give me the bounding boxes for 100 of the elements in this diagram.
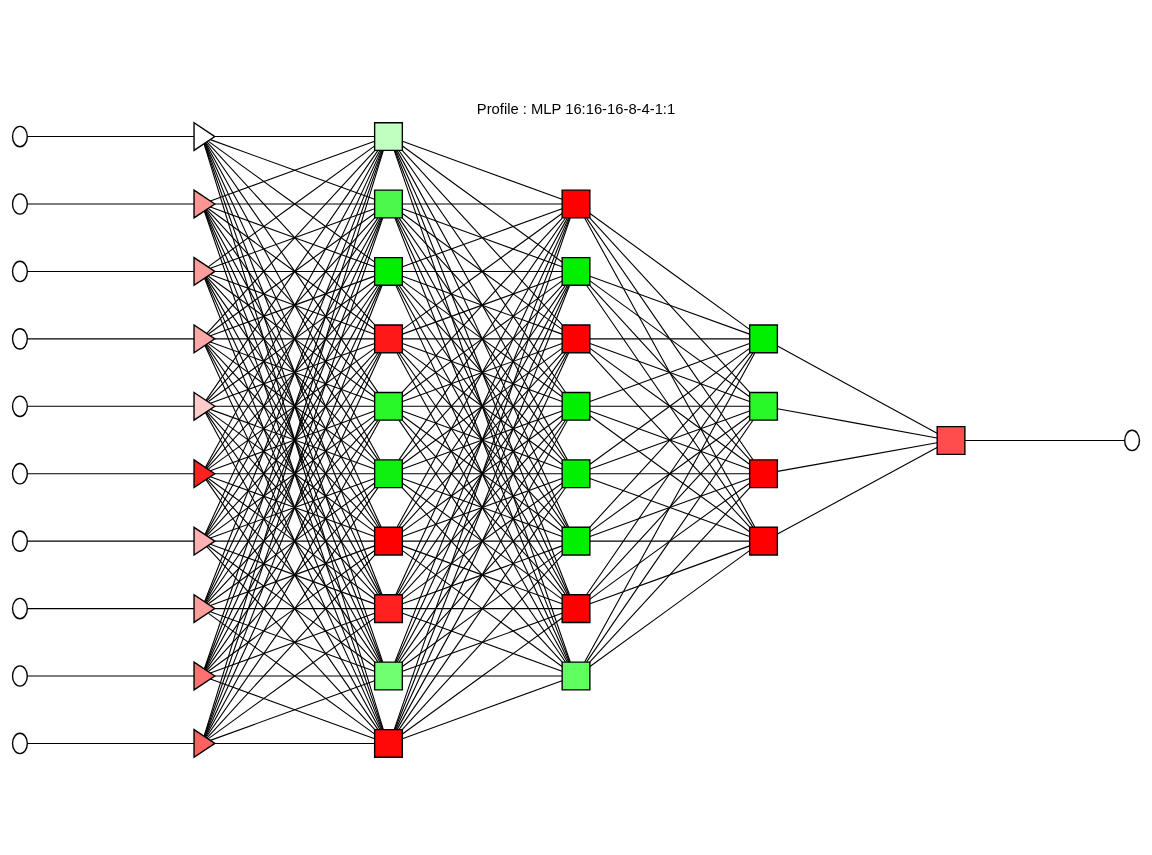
- node-triangle: [193, 323, 217, 354]
- connector: [401, 270, 563, 272]
- connector: [589, 342, 751, 402]
- connector: [401, 482, 563, 600]
- node-circle: [11, 529, 28, 552]
- node-circle: [11, 260, 28, 282]
- node-box: [561, 593, 591, 623]
- node-circle: [11, 327, 28, 350]
- node-box: [373, 660, 404, 691]
- connector: [586, 217, 754, 460]
- connector: [776, 407, 938, 439]
- connector: [589, 482, 751, 600]
- node-box: [373, 188, 404, 219]
- connector: [395, 284, 570, 663]
- node-box: [373, 728, 404, 758]
- connector: [398, 351, 566, 595]
- node-triangle: [193, 390, 217, 421]
- connector: [401, 405, 563, 407]
- connector: [401, 540, 563, 542]
- node-box: [373, 526, 404, 556]
- node-circle: [11, 462, 28, 485]
- node-box: [373, 121, 404, 151]
- connector: [395, 149, 570, 528]
- connector: [589, 472, 751, 474]
- connector: [586, 284, 754, 528]
- node-box: [936, 425, 966, 455]
- connector: [27, 674, 195, 677]
- connector: [401, 351, 563, 528]
- node-box: [373, 593, 404, 623]
- connector: [27, 472, 195, 474]
- node-box: [561, 458, 591, 488]
- connector: [776, 344, 938, 434]
- connector: [589, 284, 751, 460]
- connector: [214, 202, 376, 205]
- connector: [776, 441, 938, 472]
- connector: [589, 279, 751, 397]
- connector: [589, 347, 751, 465]
- connector: [396, 419, 568, 730]
- connector: [589, 405, 751, 407]
- connector: [395, 351, 570, 730]
- connector: [401, 477, 563, 537]
- connector: [398, 284, 566, 528]
- connector: [589, 486, 751, 663]
- connector: [398, 149, 566, 393]
- connector: [401, 612, 563, 672]
- node-triangle: [193, 660, 217, 691]
- connector: [396, 149, 568, 460]
- connector: [398, 486, 566, 730]
- connector: [401, 140, 563, 200]
- connector: [589, 549, 751, 667]
- node-box: [748, 526, 779, 556]
- connector: [584, 217, 756, 528]
- connector: [401, 679, 563, 739]
- connector: [401, 617, 563, 734]
- connector: [401, 549, 563, 667]
- connector: [401, 486, 563, 663]
- connector: [589, 212, 751, 330]
- connector: [401, 337, 563, 339]
- node-triangle: [193, 727, 217, 759]
- node-triangle: [193, 458, 217, 489]
- connector: [589, 409, 751, 470]
- node-circle: [11, 125, 28, 147]
- connector: [401, 472, 563, 474]
- connector: [214, 742, 376, 744]
- connector: [401, 216, 563, 393]
- connector: [401, 342, 563, 402]
- node-triangle: [193, 120, 217, 152]
- node-triangle: [193, 525, 217, 556]
- connector: [395, 216, 570, 595]
- connector: [589, 351, 751, 528]
- connector: [214, 337, 376, 339]
- node-box: [561, 188, 591, 219]
- connector: [964, 439, 1125, 441]
- connector: [27, 202, 195, 205]
- node-circle: [11, 394, 28, 417]
- connector: [401, 279, 563, 397]
- connector: [214, 540, 376, 542]
- connector: [214, 472, 376, 474]
- connector: [589, 540, 751, 542]
- connector: [214, 135, 376, 137]
- connector: [589, 337, 751, 339]
- node-box: [561, 660, 591, 691]
- diagram-title: Profile : MLP 16:16-16-8-4-1:1: [476, 100, 676, 117]
- node-box: [748, 391, 779, 421]
- connector: [27, 337, 195, 339]
- connector: [214, 674, 376, 677]
- connector: [776, 446, 938, 535]
- connector: [401, 207, 563, 267]
- connector: [586, 351, 754, 595]
- connector: [396, 217, 568, 528]
- connector: [401, 409, 563, 470]
- connector: [401, 419, 563, 595]
- node-box: [373, 323, 404, 353]
- node-box: [373, 256, 404, 286]
- connector: [589, 275, 751, 335]
- connector: [27, 742, 195, 744]
- node-box: [561, 256, 591, 286]
- connector: [396, 284, 568, 595]
- node-triangle: [193, 592, 217, 624]
- connector: [27, 607, 195, 609]
